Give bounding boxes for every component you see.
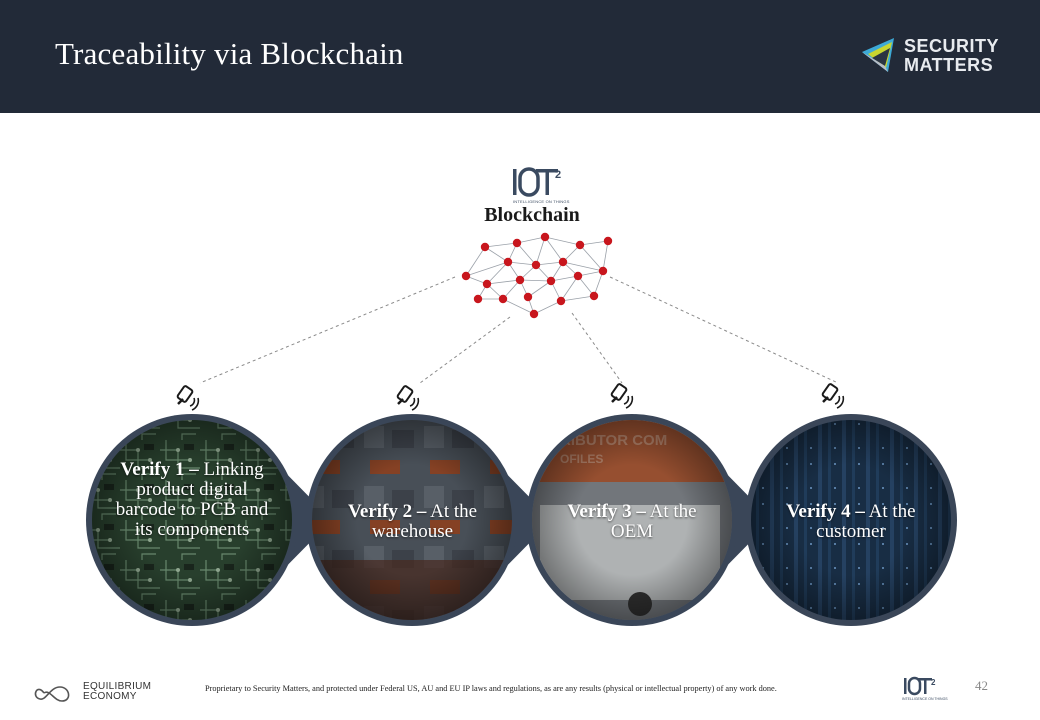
step-1-text: Verify 1 – Linking product digital barco… bbox=[115, 459, 269, 540]
iot2-footer-tagline: INTELLIGENCE ON THINGS bbox=[902, 697, 948, 701]
security-matters-wordmark: SECURITY MATTERS bbox=[904, 36, 1000, 75]
scanner-icon bbox=[176, 385, 200, 411]
equilibrium-wordmark: EQUILIBRIUM ECONOMY bbox=[83, 681, 152, 702]
connector-lines bbox=[199, 276, 839, 384]
scanner-icon bbox=[610, 383, 634, 409]
equilibrium-logo bbox=[34, 686, 70, 702]
slide-title: Traceability via Blockchain bbox=[55, 36, 404, 71]
footer-legal-text: Proprietary to Security Matters, and pro… bbox=[205, 684, 777, 693]
step-2-text: Verify 2 – At the warehouse bbox=[347, 501, 478, 542]
scanner-icon bbox=[396, 385, 420, 411]
blockchain-network bbox=[461, 232, 613, 319]
step-3-text: Verify 3 – At the OEM bbox=[567, 501, 697, 542]
iot2-logo: 2 bbox=[513, 167, 561, 197]
scanner-icon bbox=[821, 383, 845, 409]
step-1-circle bbox=[86, 414, 298, 626]
iot2-tagline: INTELLIGENCE ON THINGS bbox=[513, 199, 570, 204]
security-matters-logo bbox=[862, 38, 894, 72]
svg-text:2: 2 bbox=[931, 678, 936, 687]
header-bar bbox=[0, 0, 1040, 113]
step-2-circle bbox=[306, 414, 518, 626]
blockchain-label: Blockchain bbox=[484, 204, 580, 226]
step-3-circle: RIBUTOR COM OFILES bbox=[526, 414, 738, 626]
svg-text:2: 2 bbox=[555, 169, 561, 181]
page-number: 42 bbox=[975, 678, 988, 693]
step-4-text: Verify 4 – At the customer bbox=[786, 501, 916, 542]
step-4-circle bbox=[745, 414, 957, 626]
iot2-footer-logo: 2 bbox=[904, 676, 936, 696]
